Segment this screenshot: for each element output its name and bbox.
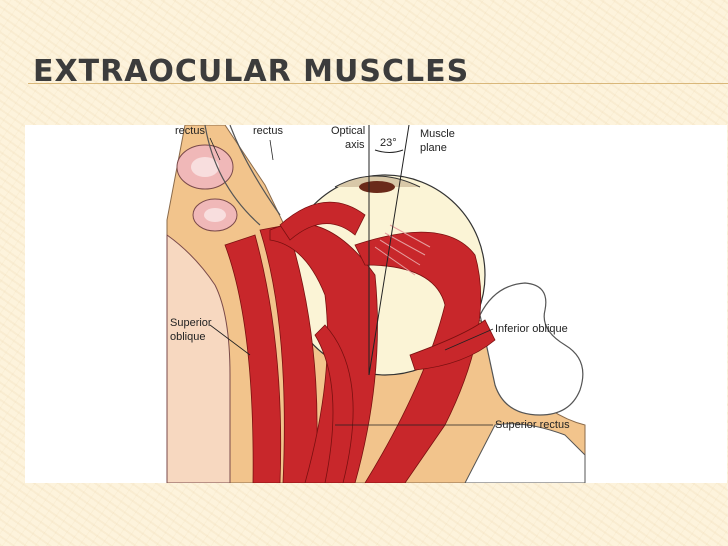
label-rectus-mid: rectus — [253, 125, 283, 137]
label-angle: 23° — [380, 137, 397, 149]
tendon-fibers — [374, 224, 431, 276]
label-inferior-oblique: Inferior oblique — [495, 323, 568, 335]
label-muscle-plane-1: Muscle — [420, 128, 455, 140]
leader-rectus-mid — [269, 139, 274, 161]
tendon-upper — [279, 201, 366, 241]
left-bone-wall — [166, 234, 231, 483]
anatomy-figure: rectus rectus Optical axis 23° Muscle pl… — [25, 125, 727, 483]
angle-arc — [374, 149, 404, 153]
label-superior-oblique-2: oblique — [170, 331, 206, 343]
muscle-bundle — [224, 201, 496, 483]
bone-cavity — [479, 282, 584, 416]
leader-rectus-left — [209, 137, 221, 161]
leader-inferior-oblique — [444, 328, 494, 351]
slide-title: EXTRAOCULAR MUSCLES — [33, 54, 470, 89]
title-underline — [28, 83, 728, 84]
pupil — [359, 181, 395, 193]
lateral-rectus-muscle — [354, 231, 482, 483]
extraocular-muscles-illustration — [166, 125, 586, 483]
label-optical-axis-1: Optical — [331, 125, 366, 137]
label-superior-rectus: Superior rectus — [495, 419, 570, 431]
label-muscle-plane-2: plane — [420, 142, 447, 154]
sheath-line-1 — [204, 125, 261, 226]
medial-rectus-muscle — [259, 224, 318, 483]
trochlea-upper-inner — [191, 157, 219, 177]
inferior-rectus-muscle — [314, 324, 354, 483]
label-superior-oblique-1: Superior — [170, 317, 212, 329]
leader-superior-oblique — [209, 324, 251, 356]
inferior-oblique-muscle — [409, 319, 496, 371]
sheath-line-2 — [229, 125, 281, 216]
label-optical-axis-2: axis — [345, 139, 365, 151]
lower-cavity — [464, 423, 586, 483]
superior-oblique-muscle — [224, 234, 282, 483]
label-rectus-left: rectus — [175, 125, 205, 137]
trochlea-lower-inner — [204, 208, 226, 222]
muscle-plane-line — [368, 125, 410, 376]
